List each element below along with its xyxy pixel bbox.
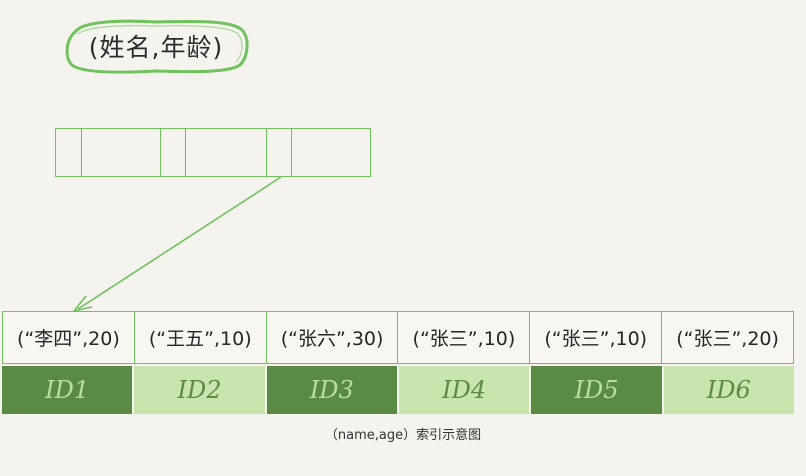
leaf-id: ID6: [663, 366, 794, 414]
leaf-key: (“张三”,10): [398, 312, 531, 363]
root-cell: [161, 129, 186, 176]
leaf-key: (“张三”,10): [530, 312, 663, 363]
leaf-id: ID4: [398, 366, 530, 414]
leaf-key: (“王五”,10): [134, 312, 267, 363]
root-cell: [82, 129, 161, 176]
leaf-id: ID5: [531, 366, 662, 414]
leaf-key: (“张三”,20): [662, 312, 793, 363]
cloud-outline: [65, 19, 249, 74]
index-title-bubble: (姓名,年龄): [62, 17, 250, 75]
root-cell: [56, 129, 82, 176]
leaf-key-row: (“李四”,20) (“王五”,10) (“张六”,30) (“张三”,10) …: [2, 311, 794, 364]
leaf-id: ID1: [2, 366, 133, 414]
root-cell: [267, 129, 292, 176]
index-root-node: [55, 128, 371, 177]
leaf-key: (“李四”,20): [3, 312, 135, 363]
leaf-id-row: ID1 ID2 ID3 ID4 ID5 ID6: [2, 366, 794, 414]
leaf-key: (“张六”,30): [266, 312, 399, 363]
index-title: (姓名,年龄): [88, 33, 224, 62]
leaf-id: ID3: [266, 366, 397, 414]
leaf-id: ID2: [134, 366, 265, 414]
figure-caption: （name,age）索引示意图: [324, 428, 482, 443]
root-cell: [186, 129, 267, 176]
